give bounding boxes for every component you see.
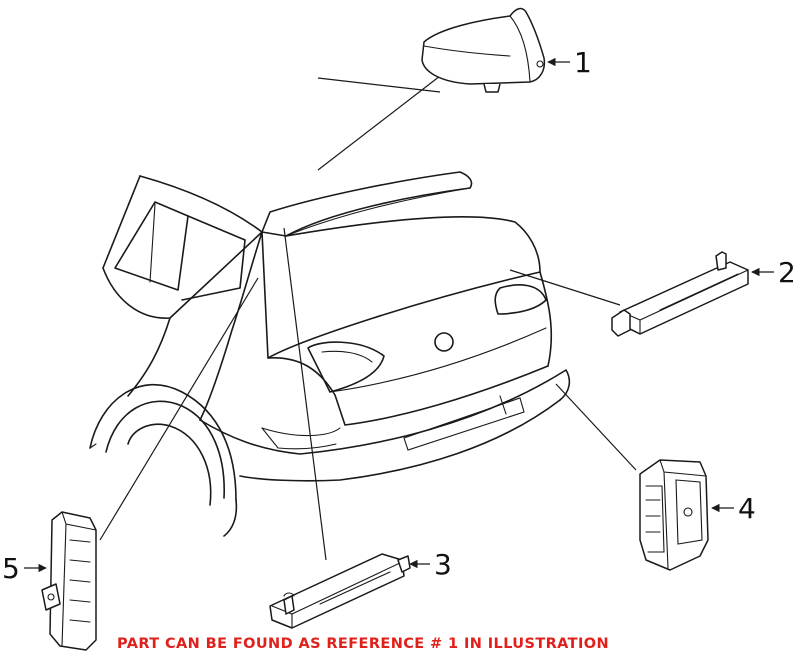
part-2-module[interactable] [611,251,749,337]
callout-number-1: 1 [574,46,592,79]
leader-lines [99,75,637,561]
reference-footnote: PART CAN BE FOUND AS REFERENCE # 1 IN IL… [117,636,610,652]
callout-3[interactable]: 3 [409,548,452,581]
callout-number-3: 3 [434,548,452,581]
car-rear-illustration [89,171,571,537]
part-5-control-unit[interactable] [41,511,97,651]
callout-1[interactable]: 1 [547,46,592,79]
part-3-module[interactable] [269,553,411,629]
part-1-shark-fin-antenna[interactable] [421,7,546,93]
part-4-control-unit[interactable] [639,459,709,571]
callout-5[interactable]: 5 [2,552,47,585]
callout-2[interactable]: 2 [751,256,796,289]
callout-number-5: 5 [2,552,20,585]
callout-number-4: 4 [738,492,756,525]
callout-4[interactable]: 4 [711,492,756,525]
callout-number-2: 2 [778,256,796,289]
